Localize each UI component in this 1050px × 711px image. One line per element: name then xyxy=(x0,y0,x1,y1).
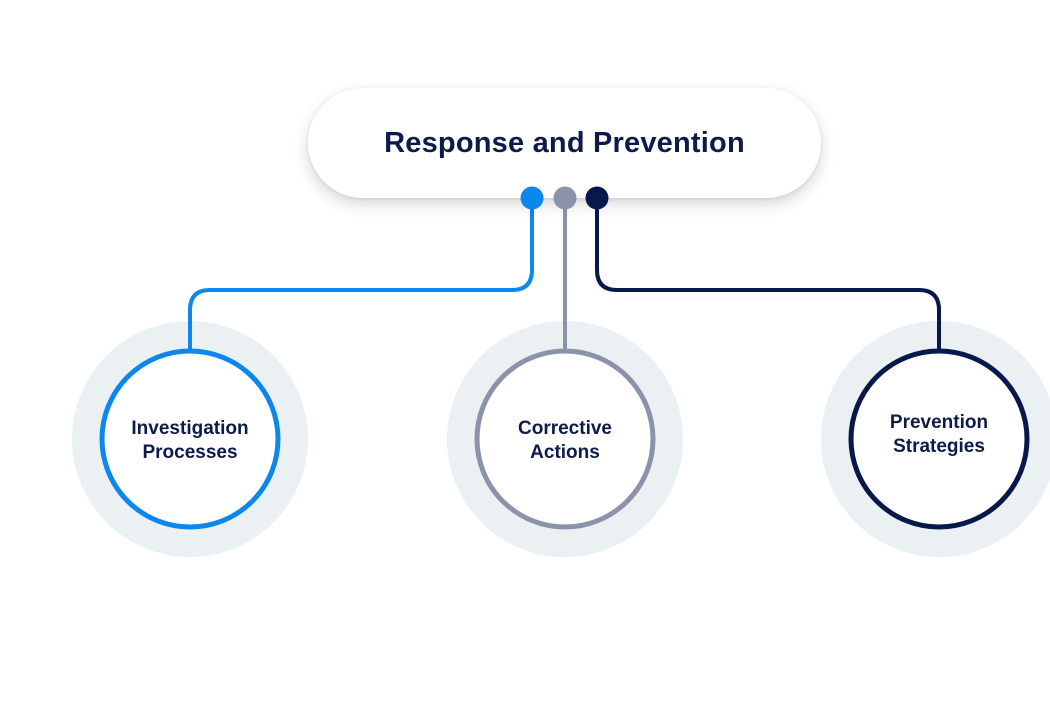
node-label-prevention: Prevention Strategies xyxy=(854,411,1024,459)
diagram-title: Response and Prevention xyxy=(384,126,745,159)
node-label-line: Investigation xyxy=(131,418,249,439)
node-label-line: Strategies xyxy=(893,436,985,457)
connector-prevention xyxy=(595,198,941,351)
node-label-line: Processes xyxy=(142,442,238,463)
title-pill: Response and Prevention xyxy=(308,88,821,198)
node-label-line: Actions xyxy=(530,442,600,463)
connector-investigation xyxy=(188,198,534,351)
node-label-line: Prevention xyxy=(889,412,989,433)
node-label-corrective: Corrective Actions xyxy=(480,417,650,465)
node-label-line: Corrective xyxy=(518,418,612,439)
node-label-investigation: Investigation Processes xyxy=(105,417,275,465)
